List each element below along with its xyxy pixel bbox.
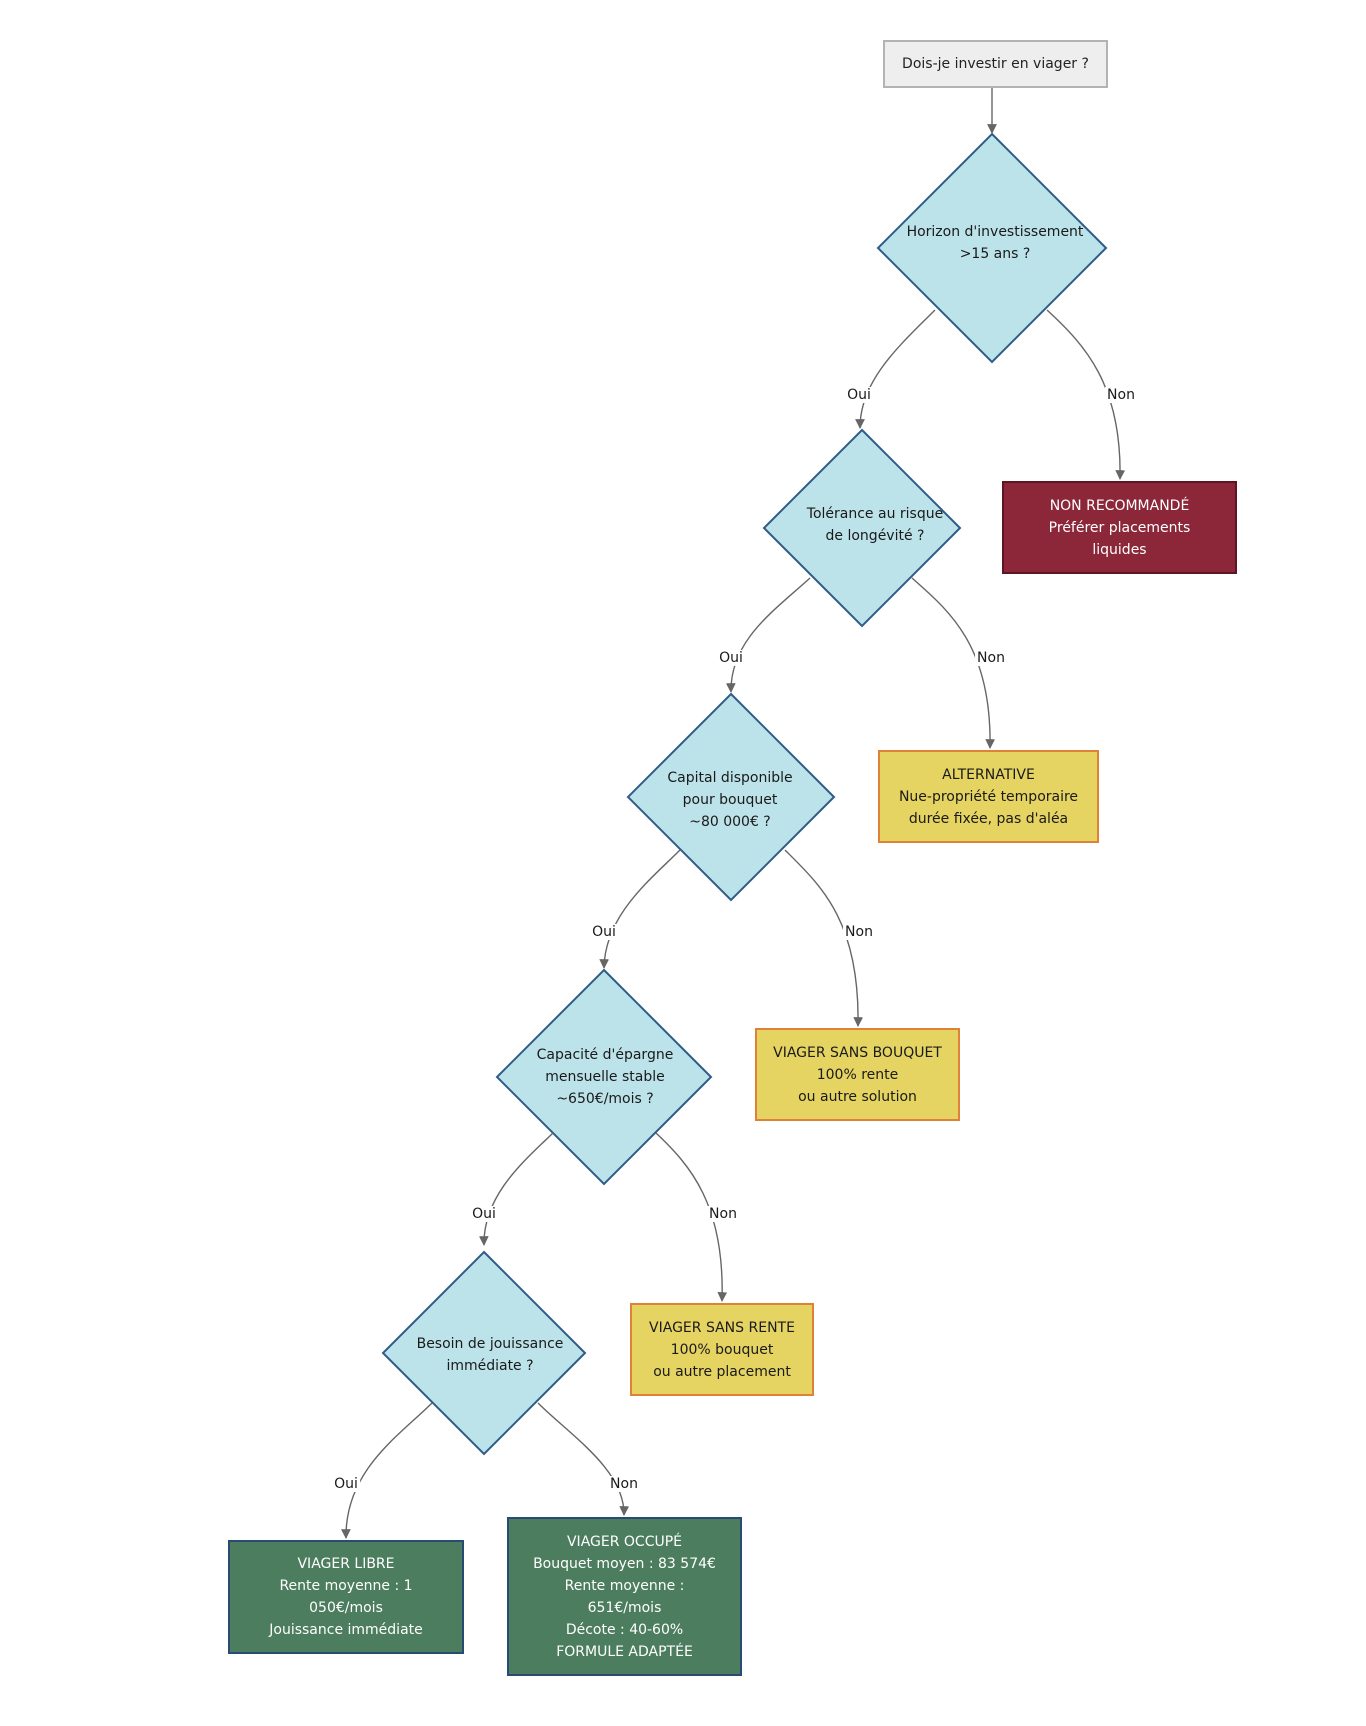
edge-epargne-no: [655, 1132, 728, 1302]
outcome-viager-libre: VIAGER LIBRE Rente moyenne : 1 050€/mois…: [228, 1540, 464, 1654]
outcome-sans-rente-line-1: VIAGER SANS RENTE: [649, 1319, 795, 1336]
decision-horizon-line-2: >15 ans ?: [959, 246, 1031, 262]
outcome-occupe-line-3: Rente moyenne :: [564, 1577, 685, 1594]
decision-risque-line-1: Tolérance au risque: [806, 506, 944, 522]
decision-capital-line-3: ~80 000€ ?: [689, 814, 771, 830]
edge-label-horizon-no: Non: [1105, 387, 1137, 403]
edge-epargne-yes: [478, 1132, 554, 1246]
decision-capital-diamond: [626, 692, 836, 902]
outcome-sans-rente-line-3: ou autre placement: [653, 1363, 791, 1380]
outcome-alternative-line-1: ALTERNATIVE: [942, 766, 1035, 783]
edge-label-capital-no: Non: [843, 924, 875, 940]
decision-jouissance-line-1: Besoin de jouissance: [416, 1336, 564, 1352]
outcome-libre-line-4: Jouissance immédiate: [269, 1622, 423, 1638]
outcome-non-recommande-line-1: NON RECOMMANDÉ: [1049, 497, 1190, 514]
edge-label-jouissance-no: Non: [608, 1476, 640, 1492]
outcome-occupe-line-2: Bouquet moyen : 83 574€: [533, 1555, 716, 1572]
decision-risque-text: Tolérance au risque de longévité ?: [770, 490, 980, 560]
start-node: Dois-je investir en viager ?: [883, 40, 1108, 88]
outcome-alternative-line-2: Nue-propriété temporaire: [898, 788, 1079, 805]
outcome-libre-line-2: Rente moyenne : 1: [279, 1578, 413, 1594]
outcome-non-recommande-line-2: Préférer placements: [1048, 519, 1191, 536]
edge-jouissance-no: [537, 1402, 630, 1516]
outcome-sans-bouquet-line-3: ou autre solution: [798, 1088, 917, 1105]
edge-label-epargne-yes: Oui: [470, 1206, 498, 1222]
decision-horizon-line-1: Horizon d'investissement: [906, 224, 1084, 240]
edge-risque-no: [911, 577, 996, 749]
outcome-occupe-line-6: FORMULE ADAPTÉE: [556, 1643, 693, 1660]
edge-label-horizon-yes: Oui: [845, 387, 873, 403]
outcome-alternative: ALTERNATIVE Nue-propriété temporaire dur…: [878, 750, 1099, 843]
decision-horizon-text: Horizon d'investissement >15 ans ?: [870, 208, 1120, 278]
decision-epargne-diamond: [495, 968, 713, 1186]
edge-label-risque-yes: Oui: [717, 650, 745, 666]
edge-capital-no: [784, 849, 864, 1027]
outcome-libre-line-1: VIAGER LIBRE: [297, 1556, 395, 1572]
edge-jouissance-yes: [340, 1402, 433, 1539]
outcome-viager-occupe: VIAGER OCCUPÉ Bouquet moyen : 83 574€ Re…: [507, 1517, 742, 1676]
decision-capital-line-1: Capital disponible: [667, 770, 793, 786]
decision-capital-text: Capital disponible pour bouquet ~80 000€…: [630, 760, 830, 840]
decision-jouissance-diamond: [381, 1250, 587, 1456]
decision-epargne-line-2: mensuelle stable: [545, 1069, 665, 1085]
decision-horizon-diamond: [876, 132, 1108, 364]
decision-jouissance-text: Besoin de jouissance immédiate ?: [390, 1320, 590, 1390]
decision-jouissance-line-2: immédiate ?: [446, 1358, 534, 1374]
outcome-sans-bouquet-line-2: 100% rente: [816, 1066, 899, 1083]
edge-label-jouissance-yes: Oui: [332, 1476, 360, 1492]
decision-capital-line-2: pour bouquet: [682, 792, 778, 808]
outcome-non-recommande-line-3: liquides: [1092, 541, 1147, 558]
outcome-alternative-line-3: durée fixée, pas d'aléa: [908, 810, 1069, 827]
decision-risque-line-2: de longévité ?: [825, 528, 925, 544]
decision-risque-diamond: [762, 428, 962, 628]
outcome-occupe-line-4: 651€/mois: [587, 1599, 662, 1616]
outcome-occupe-line-5: Décote : 40-60%: [565, 1621, 684, 1638]
edge-horizon-no: [1046, 309, 1126, 480]
edge-risque-yes: [725, 577, 811, 693]
outcome-sans-bouquet-line-1: VIAGER SANS BOUQUET: [773, 1044, 942, 1061]
start-node-text: Dois-je investir en viager ?: [902, 56, 1089, 72]
outcome-libre-line-3: 050€/mois: [309, 1600, 383, 1616]
outcome-non-recommande: NON RECOMMANDÉ Préférer placements liqui…: [1002, 481, 1237, 574]
edge-label-epargne-no: Non: [707, 1206, 739, 1222]
outcome-sans-rente-line-2: 100% bouquet: [670, 1341, 774, 1358]
edge-horizon-yes: [855, 309, 936, 429]
decision-epargne-line-1: Capacité d'épargne: [536, 1047, 674, 1063]
outcome-sans-bouquet: VIAGER SANS BOUQUET 100% rente ou autre …: [755, 1028, 960, 1121]
edge-capital-yes: [599, 849, 681, 969]
outcome-occupe-line-1: VIAGER OCCUPÉ: [566, 1533, 682, 1550]
decision-epargne-text: Capacité d'épargne mensuelle stable ~650…: [505, 1037, 705, 1117]
edge-label-capital-yes: Oui: [590, 924, 618, 940]
outcome-sans-rente: VIAGER SANS RENTE 100% bouquet ou autre …: [630, 1303, 814, 1396]
edge-label-risque-no: Non: [975, 650, 1007, 666]
decision-epargne-line-3: ~650€/mois ?: [556, 1091, 654, 1107]
